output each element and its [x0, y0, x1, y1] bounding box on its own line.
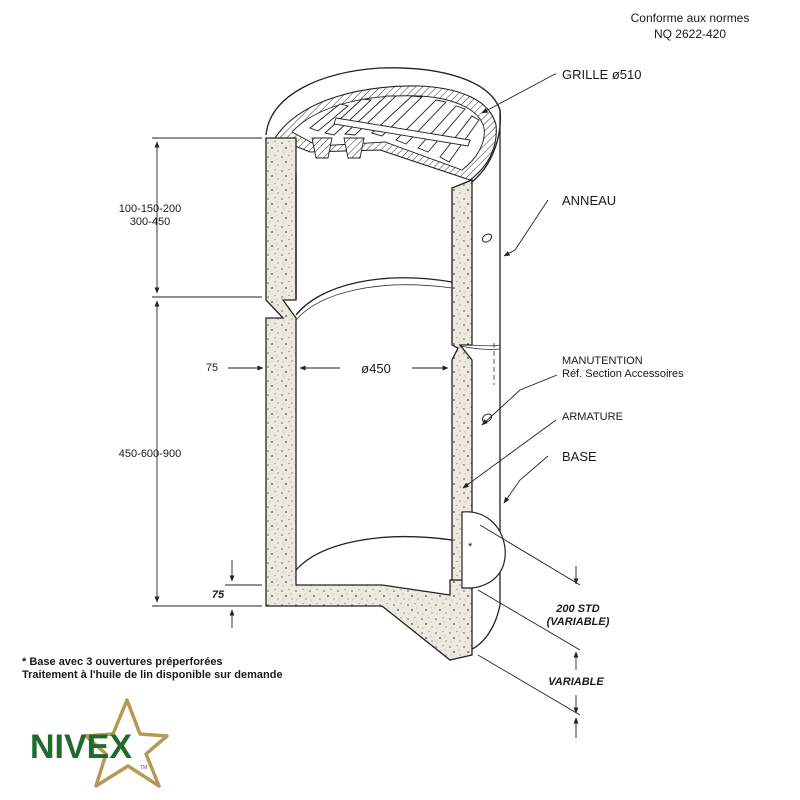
armature-callout: ARMATURE: [562, 411, 623, 423]
base-heights-label: 450-600-900: [119, 448, 181, 460]
sump-depth-label: VARIABLE: [548, 676, 604, 688]
ring-heights-label-1: 100-150-200: [119, 203, 181, 215]
base-callout: BASE: [562, 449, 597, 464]
standard-line-2: NQ 2622-420: [654, 27, 726, 41]
inner-bore: *: [295, 277, 506, 589]
anneau-callout: ANNEAU: [562, 193, 616, 208]
right-dimension-chain: [477, 524, 581, 738]
concrete-section: [265, 137, 473, 661]
callout-leaders: [462, 73, 558, 504]
grille-callout: GRILLE ø510: [562, 67, 642, 82]
grate: [274, 85, 497, 181]
opening-marker: *: [468, 541, 473, 553]
manutention-reference: Réf. Section Accessoires: [562, 368, 684, 380]
manutention-callout: MANUTENTION: [562, 355, 643, 367]
left-dimension-chain: [152, 137, 262, 628]
outlet-height-label-2: (VARIABLE): [547, 616, 610, 628]
trademark-mark: TM: [140, 765, 147, 771]
brand-name: NIVEX: [30, 728, 132, 766]
note-line-2: Traitement à l'huile de lin disponible s…: [22, 669, 283, 681]
nivex-logo: NIVEX TM: [30, 698, 169, 788]
ring-heights-label-2: 300-450: [130, 216, 170, 228]
note-line-1: * Base avec 3 ouvertures préperforées: [22, 656, 223, 668]
wall-thickness-label: 75: [206, 362, 218, 374]
floor-thickness-label: 75: [212, 589, 225, 601]
cylinder-body: [265, 67, 501, 651]
standard-line-1: Conforme aux normes: [631, 11, 750, 25]
inner-diameter-label: ø450: [361, 361, 391, 376]
star-icon: [84, 698, 169, 788]
outlet-height-label-1: 200 STD: [555, 603, 599, 615]
